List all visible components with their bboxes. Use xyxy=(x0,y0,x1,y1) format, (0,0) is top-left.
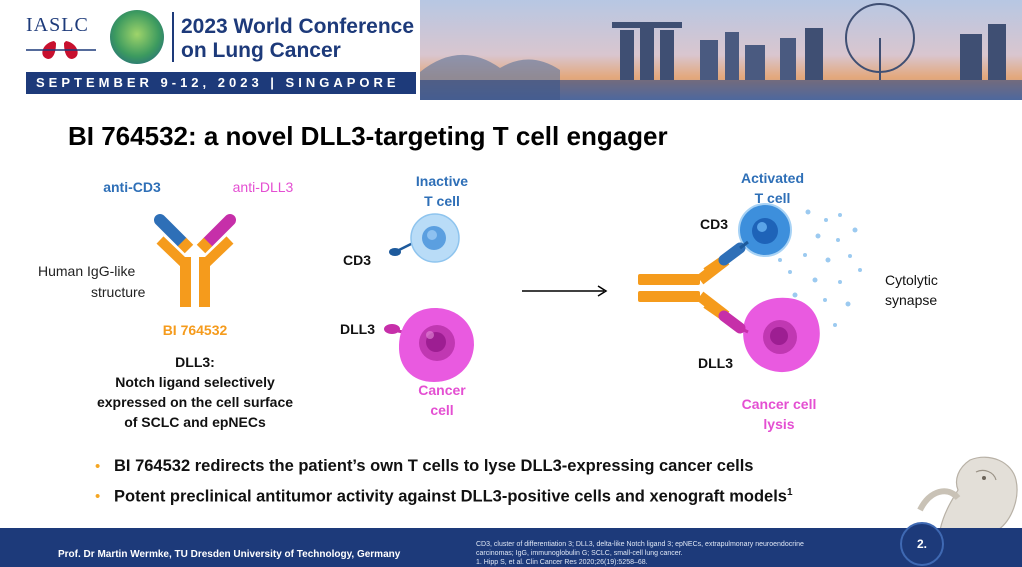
bullet-text: BI 764532 redirects the patient’s own T … xyxy=(114,457,754,475)
date-location-bar: SEPTEMBER 9-12, 2023 | SINGAPORE xyxy=(26,72,416,94)
tcell-engager-synapse-illustration xyxy=(638,203,862,373)
dll3-label-left: DLL3 xyxy=(340,321,375,337)
footer-bar: Prof. Dr Martin Wermke, TU Dresden Unive… xyxy=(0,522,1022,567)
dll3-definition-heading: DLL3: xyxy=(175,354,215,370)
inactive-tcell-label-line2: T cell xyxy=(424,193,460,209)
cancer-cell-icon xyxy=(384,308,475,382)
abbreviations-line1: CD3, cluster of differentiation 3; DLL3,… xyxy=(476,541,804,548)
bispecific-antibody-icon xyxy=(154,214,236,307)
dll3-definition-line2: expressed on the cell surface xyxy=(96,394,294,410)
bullet-dot: • xyxy=(95,458,101,475)
anti-dll3-label: anti-DLL3 xyxy=(232,179,294,195)
dll3-definition-line1: Notch ligand selectively xyxy=(115,374,275,390)
dll3-definition: DLL3: Notch ligand selectively expressed… xyxy=(55,352,335,432)
cd3-label-left: CD3 xyxy=(343,252,372,268)
bullet-item: • Potent preclinical antitumor activity … xyxy=(95,487,925,517)
cytokine-dots xyxy=(778,209,862,343)
structure-label-line1: Human IgG-like xyxy=(38,263,136,279)
inactive-tcell-icon xyxy=(389,213,460,263)
cytolytic-synapse-label-line1: Cytolytic xyxy=(885,272,938,288)
singapore-skyline-illustration xyxy=(420,3,1022,100)
cd3-label-right: CD3 xyxy=(700,216,729,232)
reference-text: 1. Hipp S, et al. Clin Cancer Res 2020;2… xyxy=(476,559,648,566)
antibody-name-label: BI 764532 xyxy=(162,322,228,338)
bullet-list: • BI 764532 redirects the patient’s own … xyxy=(95,457,925,517)
iaslc-logo-text: IASLC xyxy=(26,14,89,36)
inactive-tcell-label: Inactive T cell xyxy=(397,171,487,211)
date-location-text: SEPTEMBER 9-12, 2023 | SINGAPORE xyxy=(36,75,400,90)
bullet-dot: • xyxy=(95,488,101,505)
presenter-credit: Prof. Dr Martin Wermke, TU Dresden Unive… xyxy=(58,549,401,560)
skyline-banner xyxy=(420,0,1022,100)
reference-superscript: 1 xyxy=(787,487,793,498)
activated-tcell-label: Activated T cell xyxy=(725,168,820,208)
page-number: 2. xyxy=(916,537,927,551)
dll3-label-right: DLL3 xyxy=(698,355,733,371)
activated-tcell-label-line2: T cell xyxy=(754,190,791,206)
abbreviations-line2: carcinomas; IgG, immunoglobulin G; SCLC,… xyxy=(476,550,683,557)
cancer-cell-label-line2: cell xyxy=(430,402,454,418)
header-divider xyxy=(172,12,174,62)
bullet-text-body: Potent preclinical antitumor activity ag… xyxy=(114,487,787,506)
cancer-cell-lysis-label-line1: Cancer cell xyxy=(741,396,817,412)
bullet-item: • BI 764532 redirects the patient’s own … xyxy=(95,457,925,487)
cancer-cell-lysis-label: Cancer cell lysis xyxy=(724,394,834,434)
slide-title: BI 764532: a novel DLL3-targeting T cell… xyxy=(68,121,668,151)
cancer-cell-label-line1: Cancer xyxy=(418,382,466,398)
cancer-cell-lysis-label-line2: lysis xyxy=(763,416,795,432)
abbreviations-text: CD3, cluster of differentiation 3; DLL3,… xyxy=(476,540,896,567)
bullet-text: Potent preclinical antitumor activity ag… xyxy=(114,487,793,507)
cytolytic-synapse-label-line2: synapse xyxy=(885,292,938,308)
conference-emblem xyxy=(110,10,164,64)
conference-title-line2: on Lung Cancer xyxy=(181,39,341,62)
cytolytic-synapse-label: Cytolytic synapse xyxy=(885,270,938,310)
arrow-right-icon xyxy=(522,285,608,297)
page-number-badge: 2. xyxy=(900,522,944,566)
conference-title-line1: 2023 World Conference xyxy=(181,15,415,38)
lungs-icon xyxy=(26,41,96,59)
structure-label-line2: structure xyxy=(91,284,146,300)
cancer-cell-label: Cancer cell xyxy=(397,380,487,420)
dll3-definition-line3: of SCLC and epNECs xyxy=(124,414,266,430)
activated-tcell-label-line1: Activated xyxy=(740,170,805,186)
merlion-watermark-icon xyxy=(917,456,1018,530)
anti-cd3-label: anti-CD3 xyxy=(103,179,161,195)
iaslc-logo: IASLC xyxy=(26,14,104,64)
conference-header: IASLC 2023 World Conference on Lung Canc… xyxy=(0,0,1022,100)
inactive-tcell-label-line1: Inactive xyxy=(415,173,469,189)
